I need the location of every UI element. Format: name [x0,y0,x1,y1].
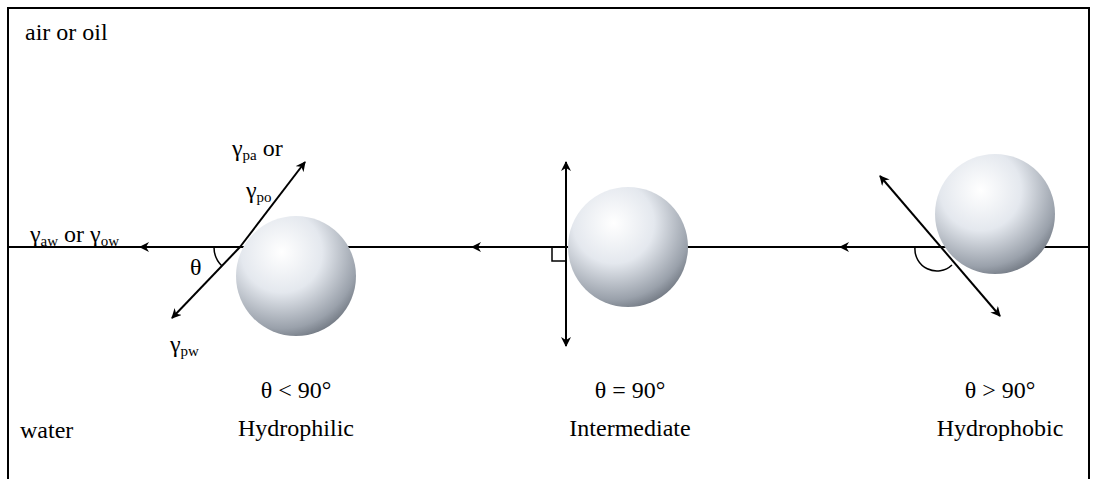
phase-label: water [20,418,73,442]
angle-condition: θ < 90° [261,378,332,402]
tension-label: γpw [170,332,199,356]
wettability-label: Hydrophilic [238,416,354,440]
angle-arc [214,247,222,266]
right-angle-mark [552,247,566,261]
tension-arrow [565,162,567,247]
particle-sphere [236,216,356,336]
tension-label: γpa or [232,136,283,160]
tension-label: γaw or γow [30,222,119,246]
particle-sphere [568,187,688,307]
wettability-label: Intermediate [569,416,690,440]
tension-arrow [565,247,567,346]
particle-sphere [935,154,1055,274]
tension-arrow [172,247,240,318]
interface-line [8,246,1089,248]
angle-condition: θ = 90° [595,378,666,402]
tension-arrow [140,246,240,248]
tension-label: γpo [246,178,272,202]
frame [8,8,1089,479]
wettability-label: Hydrophobic [937,416,1064,440]
phase-label: air or oil [25,20,108,44]
angle-label: θ [190,255,202,279]
tension-arrow [240,162,305,247]
tension-arrow [840,246,937,248]
angle-condition: θ > 90° [965,378,1036,402]
angle-arc [915,247,952,271]
tension-arrow [880,176,1000,316]
